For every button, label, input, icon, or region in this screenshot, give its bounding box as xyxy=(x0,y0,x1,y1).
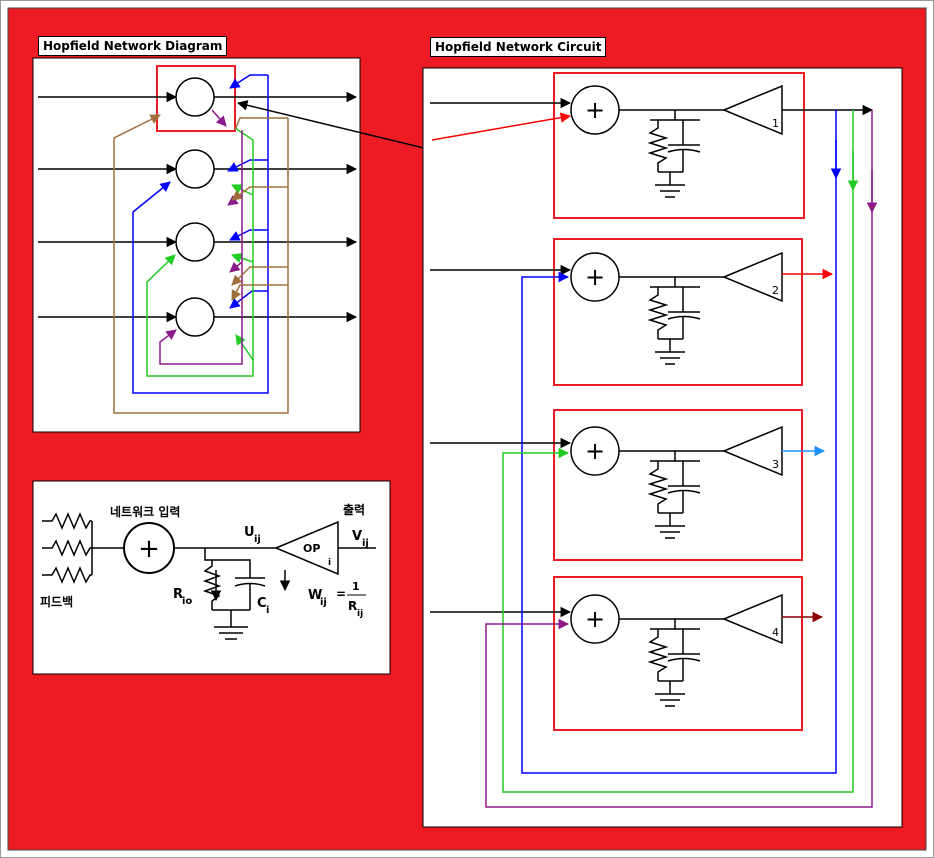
amplifier-label-4: 4 xyxy=(772,626,779,639)
neuron-stage-3: + 3 xyxy=(570,425,826,477)
circuit-inputs xyxy=(430,97,572,618)
neuron-stage-1: + 1 xyxy=(570,84,874,136)
w-equals: = xyxy=(336,587,346,601)
circuit-feedback-green xyxy=(502,110,859,793)
diagram-panel-title: Hopfield Network Diagram xyxy=(38,36,228,56)
neuron-stage-4: + 4 xyxy=(570,593,824,645)
neuron-highlight-box xyxy=(156,65,236,132)
schematic-sum-symbol: + xyxy=(138,534,160,564)
circuit-panel-title: Hopfield Network Circuit xyxy=(430,37,607,57)
op-subscript: i xyxy=(328,558,331,568)
schematic-feedback-resistors xyxy=(42,512,124,584)
sum-symbol-2: + xyxy=(585,263,605,291)
v-subscript: ij xyxy=(362,538,369,549)
amplifier-2 xyxy=(722,251,783,303)
diagram-neurons xyxy=(175,77,215,337)
w-denominator-subscript: ij xyxy=(357,609,363,619)
rc-network-1 xyxy=(647,119,701,198)
output-label: 출력 xyxy=(343,502,365,517)
circuit-box-1 xyxy=(553,72,805,219)
circuit-input-red xyxy=(431,112,572,141)
sum-symbol-4: + xyxy=(585,605,605,633)
u-label: U xyxy=(244,525,255,540)
sum-symbol-1: + xyxy=(585,96,605,124)
v-label: V xyxy=(352,529,362,544)
neuron-stage-2: + 2 xyxy=(570,251,834,303)
network-input-label: 네트워크 입력 xyxy=(110,504,180,519)
op-label: OP xyxy=(303,542,320,555)
w-numerator: 1 xyxy=(352,580,360,593)
circuit-feedback-blue xyxy=(521,110,842,774)
neuron-1 xyxy=(175,77,215,117)
schematic-labels: 네트워크 입력 출력 피드백 U ij V ij OP i R io C i W… xyxy=(40,502,369,619)
rc-network-4 xyxy=(647,628,701,707)
amplifier-label-3: 3 xyxy=(772,458,779,471)
rc-network-2 xyxy=(647,286,701,365)
r-label: R xyxy=(173,587,183,602)
circuit-box-2 xyxy=(553,238,803,386)
schematic-panel xyxy=(32,480,391,675)
u-subscript: ij xyxy=(254,534,261,545)
circuit-panel xyxy=(422,67,903,828)
circuit-box-4 xyxy=(553,576,803,731)
w-denominator: R xyxy=(348,599,357,613)
feedback-label: 피드백 xyxy=(40,594,73,609)
r-subscript: io xyxy=(182,596,192,607)
c-subscript: i xyxy=(266,605,269,616)
c-label: C xyxy=(257,596,267,611)
sum-symbol-3: + xyxy=(585,437,605,465)
circuit-boxes xyxy=(553,72,805,731)
neuron-2 xyxy=(175,149,215,189)
schematic-rc xyxy=(202,548,291,640)
amplifier-label-2: 2 xyxy=(772,284,779,297)
rc-network-3 xyxy=(647,460,701,539)
circuit-box-3 xyxy=(553,409,803,561)
w-label: W xyxy=(308,588,322,603)
amplifier-4 xyxy=(722,593,783,645)
neuron-4 xyxy=(175,297,215,337)
neuron-3 xyxy=(175,222,215,262)
amplifier-label-1: 1 xyxy=(772,117,779,130)
circuit-feedback-purple xyxy=(485,110,878,808)
w-subscript: ij xyxy=(320,597,327,608)
